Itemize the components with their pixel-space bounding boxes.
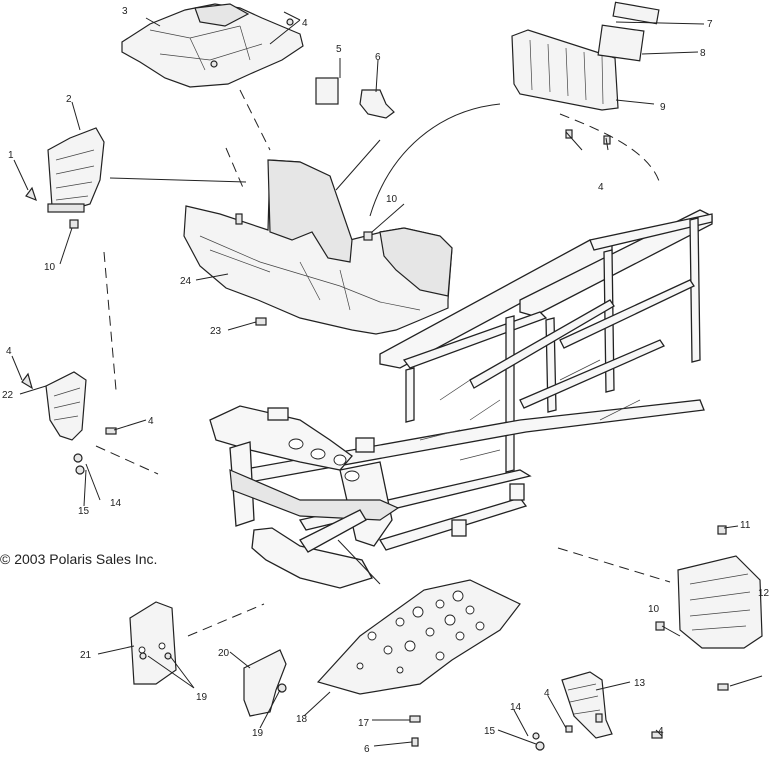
callout-4: 4: [148, 416, 154, 427]
callout-11: 11: [740, 520, 751, 531]
callout-13: 13: [634, 678, 646, 689]
main-frame: [209, 209, 713, 589]
decal-7: [612, 1, 660, 25]
callout-10: 10: [44, 262, 56, 273]
callout-14: 14: [510, 702, 522, 713]
left-lower-panel-part: [45, 371, 87, 441]
skid-plate-part: [316, 579, 521, 695]
callout-12: 12: [758, 588, 770, 599]
callout-1: 1: [8, 150, 14, 161]
callout-24: 24: [180, 276, 192, 287]
bracket-20-part: [243, 649, 287, 717]
decal-6: [359, 89, 395, 119]
callout-5: 5: [336, 44, 342, 55]
decal-5: [315, 77, 339, 105]
callout-4: 4: [658, 726, 664, 737]
callout-20: 20: [218, 648, 230, 659]
callout-19: 19: [252, 728, 264, 739]
callout-4: 4: [544, 688, 550, 699]
callout-4: 4: [598, 182, 604, 193]
callout-8: 8: [700, 48, 706, 59]
copyright-notice: © 2003 Polaris Sales Inc.: [0, 551, 157, 567]
callout-14: 14: [110, 498, 122, 509]
left-bracket-plate-part: [129, 601, 177, 685]
callout-10: 10: [386, 194, 398, 205]
callout-18: 18: [296, 714, 308, 725]
callout-23: 23: [210, 326, 222, 337]
callout-4: 4: [6, 346, 12, 357]
callout-17: 17: [358, 718, 370, 729]
rear-panel-part: [511, 29, 619, 111]
callout-19: 19: [196, 692, 208, 703]
floor-tub-part: [183, 159, 453, 335]
decal-8: [597, 24, 645, 62]
callout-2: 2: [66, 94, 72, 105]
callout-22: 22: [2, 390, 14, 401]
front-cover-part: [121, 3, 304, 88]
callout-15: 15: [78, 506, 90, 517]
right-side-panel-part: [677, 555, 763, 649]
callout-labels: 3 4 5 6 7 8 9 2 1 4 10 10 24 23 4 22 4 1…: [0, 6, 770, 755]
callout-4: 4: [302, 18, 308, 29]
left-front-panel-part: [47, 127, 105, 213]
callout-21: 21: [80, 650, 92, 661]
callout-9: 9: [660, 102, 666, 113]
callout-6: 6: [364, 744, 370, 755]
callout-6: 6: [375, 52, 381, 63]
leader-lines: [11, 11, 763, 747]
callout-3: 3: [122, 6, 128, 17]
callout-15: 15: [484, 726, 496, 737]
callout-7: 7: [707, 19, 713, 30]
callout-10: 10: [648, 604, 660, 615]
